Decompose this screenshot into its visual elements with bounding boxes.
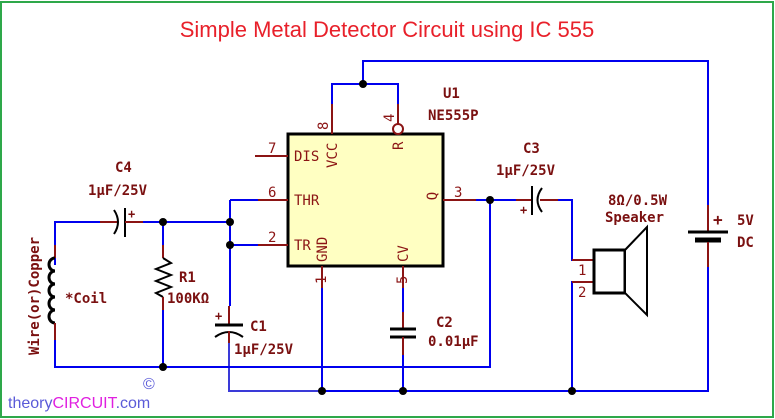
c2-ref: C2: [436, 315, 453, 331]
speaker-pin-2: 2: [578, 285, 586, 301]
watermark-part-circuit: CIRCUIT: [52, 395, 117, 412]
pin-label-thr: THR: [294, 193, 320, 209]
ic-part-number: NE555P: [428, 108, 479, 124]
pin-label-cv: CV: [396, 245, 412, 262]
c3-polarity: +: [520, 203, 527, 217]
speaker-rating: 8Ω/0.5W: [608, 193, 668, 209]
c3-ref: C3: [523, 141, 540, 157]
pin-number-4: 4: [382, 114, 398, 122]
battery-voltage: 5V: [737, 213, 754, 229]
coil-type-label: Wire(or)Copper: [27, 237, 43, 355]
pin-number-6: 6: [268, 185, 276, 201]
capacitor-c3: + C3 1µF/25V: [496, 141, 558, 217]
resistor-r1: R1 100KΩ: [153, 245, 209, 310]
c1-polarity: +: [215, 309, 222, 323]
pin-label-gnd: GND: [315, 237, 331, 262]
pin-number-2: 2: [268, 230, 276, 246]
capacitor-c1: + C1 1µF/25V: [214, 306, 294, 358]
pin-label-tr: TR: [294, 238, 311, 254]
pin-number-8: 8: [316, 122, 332, 130]
watermark-text: theoryCIRCUIT.com: [8, 395, 150, 412]
speaker-pin-1: 1: [578, 263, 586, 279]
battery-5v: + 5V DC: [688, 205, 754, 267]
c4-value: 1µF/25V: [88, 183, 148, 199]
pin-label-dis: DIS: [294, 149, 319, 165]
battery-type: DC: [737, 235, 754, 251]
r1-ref: R1: [179, 270, 196, 286]
pin-number-7: 7: [268, 141, 276, 157]
inductor-coil: *Coil Wire(or)Copper: [27, 237, 107, 355]
pin-number-5: 5: [395, 276, 411, 284]
pin-label-reset: R: [391, 141, 407, 150]
speaker: 1 2 8Ω/0.5W Speaker: [572, 193, 668, 318]
c4-polarity: +: [128, 207, 135, 221]
capacitor-c4: + C4 1µF/25V: [88, 160, 148, 237]
pin-number-3: 3: [454, 185, 462, 201]
r1-value: 100KΩ: [167, 291, 209, 307]
wires: [54, 60, 709, 392]
diagram-title: Simple Metal Detector Circuit using IC 5…: [180, 17, 595, 42]
ic-555: 8 4 7 6 2 1 5 3 DIS THR TR VCC R GND CV …: [255, 86, 479, 288]
c2-value: 0.01µF: [428, 334, 479, 350]
pin-label-q: Q: [425, 192, 441, 200]
reset-inverting-bubble: [392, 123, 404, 135]
capacitor-c2: C2 0.01µF: [390, 312, 479, 355]
junction-dots: [159, 80, 576, 395]
speaker-label: Speaker: [605, 210, 664, 226]
c4-ref: C4: [115, 160, 132, 176]
c1-ref: C1: [250, 319, 267, 335]
pin-label-vcc: VCC: [325, 143, 341, 168]
ic-body: [286, 132, 445, 268]
c1-value: 1µF/25V: [234, 342, 294, 358]
pin-number-1: 1: [314, 276, 330, 284]
copyright-symbol: ©: [143, 376, 155, 393]
coil-ref: *Coil: [65, 291, 107, 307]
battery-polarity: +: [713, 210, 723, 229]
c3-value: 1µF/25V: [496, 163, 556, 179]
watermark-part-com: .com: [116, 395, 151, 412]
ic-reference: U1: [443, 86, 460, 102]
watermark: © theoryCIRCUIT.com: [8, 376, 155, 412]
watermark-part-theory: theory: [8, 395, 52, 412]
